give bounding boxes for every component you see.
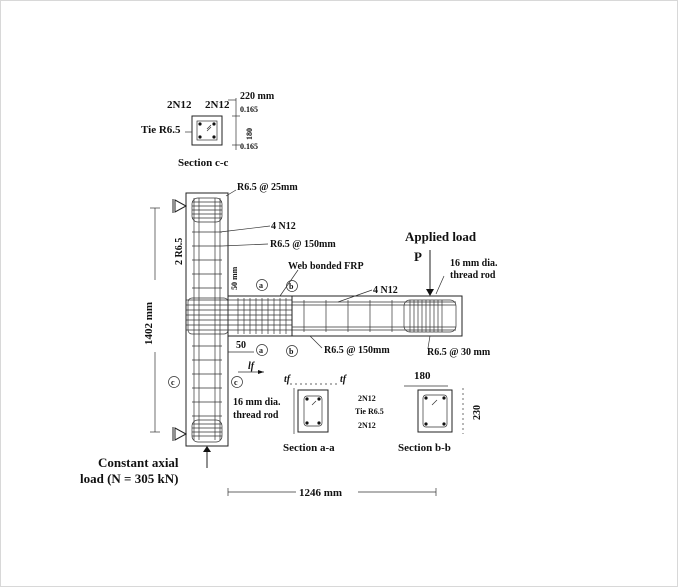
section-aa-top-bars: 2N12 [358,394,376,403]
section-aa-tie [303,395,323,427]
axial-load-line1: Constant axial [98,455,179,470]
section-cc-tie [196,120,218,141]
section-bb-title: Section b-b [398,442,451,454]
beam-offset-label: 50 [236,340,246,351]
section-bb-width: 180 [414,370,431,382]
section-cc-title: Section c-c [178,157,229,169]
load-rod-line1: 16 mm dia. [450,258,498,269]
column-top-stirrups [191,197,223,223]
bar-dot [198,122,202,126]
section-aa-title: Section a-a [283,442,335,454]
marker-a-top [256,279,268,291]
column-stirrups-label: R6.5 @ 150mm [270,239,336,250]
marker-a-bottom-label: a [259,346,263,355]
marker-c-left-label: c [171,378,175,387]
marker-c-right [231,376,243,388]
marker-c-right-label: c [234,378,238,387]
section-aa-tf-left: tf [284,374,292,385]
section-bb-tie [422,394,448,428]
bar-dot [212,122,216,126]
column-side-label: 2 R6.5 [174,238,185,265]
marker-b-bottom-label: b [289,347,294,356]
beam-stirrups [303,300,393,332]
marker-b-top-label: b [289,282,294,291]
beam-stirrups-label: R6.5 @ 150mm [324,345,390,356]
bar-dot [198,135,202,139]
section-aa-tie-label: Tie R6.5 [355,407,384,416]
beam: a b a b Web bonded FRP 4 N12 R6.5 @ 150m… [186,261,491,499]
section-bb: 180 230 Section b-b [398,370,483,454]
load-rod-line2: thread rod [450,270,496,281]
column-height-label: 1402 mm [143,302,155,345]
section-bb-height: 230 [472,405,483,420]
beam-length-label: 1246 mm [299,487,342,499]
section-cc-cover-top: 0.165 [240,105,258,114]
bottom-support-icon [174,427,188,441]
section-aa-tf-right: tf [340,374,348,385]
section-cc-outline [191,115,223,146]
column: 1402 mm 2 R6.5 50 mm c c R6.5 @ 25mm 4 N… [80,182,336,486]
marker-b-bottom [286,345,298,357]
column-gap-label: 50 mm [230,266,239,290]
applied-load-symbol: P [414,249,422,264]
section-cc-height: 180 [245,128,254,140]
joint-frp-region [186,296,293,336]
section-aa: tf tf 16 mm dia. thread rod 2N12 Tie R6.… [233,374,384,454]
applied-load: Applied load P 16 mm dia. thread rod [405,229,498,296]
marker-a-bottom [256,344,268,356]
section-aa-rod-line1: 16 mm dia. [233,397,281,408]
applied-load-title: Applied load [405,229,477,244]
section-bb-outline [417,389,453,433]
column-bottom-stirrups [191,419,223,443]
axial-load-line2: load (N = 305 kN) [80,471,178,486]
section-cc-top-bars-right: 2N12 [205,99,230,111]
frp-label: Web bonded FRP [288,261,364,272]
beam-end-stirrups [403,299,457,333]
column-top-stirrups-label: R6.5 @ 25mm [237,182,298,193]
column-bars-label: 4 N12 [271,221,296,232]
section-cc-cover-bottom: 0.165 [240,142,258,151]
marker-c-left [168,376,180,388]
column-stirrups [192,231,222,417]
marker-a-top-label: a [259,281,263,290]
column-outline [185,192,229,447]
section-cc-top-bars-left: 2N12 [167,99,192,111]
section-cc-tie-label: Tie R6.5 [141,124,181,136]
section-aa-bottom-bars: 2N12 [358,421,376,430]
applied-load-arrow-icon [426,289,434,296]
axial-load-arrow-icon [203,446,211,452]
section-aa-outline [297,389,329,433]
section-aa-rod-line2: thread rod [233,410,279,421]
beam-bars-label: 4 N12 [373,285,398,296]
beam-end-stirrups-label: R6.5 @ 30 mm [427,347,491,358]
section-cc-width: 220 mm [240,91,275,102]
bar-dot [212,135,216,139]
beam-lf-label: lf [248,361,256,372]
top-support-icon [174,199,188,213]
section-cc: 220 mm 2N12 2N12 0.165 180 0.165 Tie R6.… [141,91,275,169]
